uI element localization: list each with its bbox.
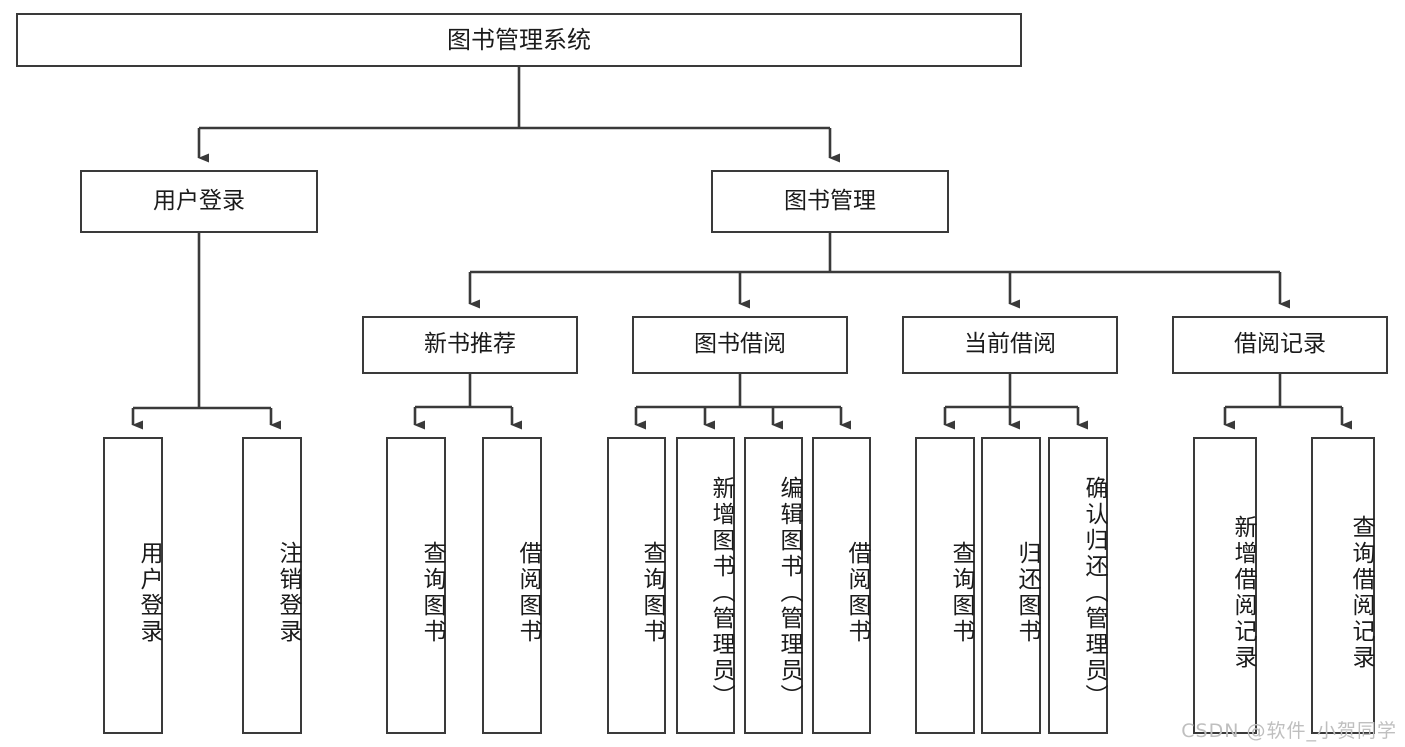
- leaf-return-book[interactable]: 归还图书: [981, 437, 1041, 734]
- node-label: 编辑图书（管理员）: [776, 475, 802, 710]
- node-label: 新书推荐: [424, 331, 516, 358]
- leaf-query-borrow-record[interactable]: 查询借阅记录: [1311, 437, 1375, 734]
- leaf-query-book-borrow[interactable]: 查询图书: [607, 437, 666, 734]
- leaf-query-book-current[interactable]: 查询图书: [915, 437, 975, 734]
- node-label: 用户登录: [136, 540, 162, 645]
- node-label: 注销登录: [275, 540, 301, 645]
- node-label: 查询图书: [419, 540, 445, 645]
- node-book-borrow[interactable]: 图书借阅: [632, 316, 848, 374]
- node-new-book-recommend[interactable]: 新书推荐: [362, 316, 578, 374]
- leaf-borrow-book-borrow[interactable]: 借阅图书: [812, 437, 871, 734]
- leaf-add-borrow-record[interactable]: 新增借阅记录: [1193, 437, 1257, 734]
- node-current-borrow[interactable]: 当前借阅: [902, 316, 1118, 374]
- node-label: 用户登录: [153, 187, 245, 214]
- node-book-management[interactable]: 图书管理: [711, 170, 949, 233]
- leaf-confirm-return-admin[interactable]: 确认归还（管理员）: [1048, 437, 1108, 734]
- node-label: 借阅记录: [1234, 331, 1326, 358]
- leaf-add-book-admin[interactable]: 新增图书（管理员）: [676, 437, 735, 734]
- node-label: 借阅图书: [515, 540, 541, 645]
- node-root-book-management-system[interactable]: 图书管理系统: [16, 13, 1022, 67]
- node-borrow-record[interactable]: 借阅记录: [1172, 316, 1388, 374]
- node-user-login[interactable]: 用户登录: [80, 170, 318, 233]
- node-label: 图书管理: [784, 187, 876, 214]
- node-label: 归还图书: [1014, 540, 1040, 645]
- node-label: 新增借阅记录: [1230, 514, 1256, 671]
- leaf-edit-book-admin[interactable]: 编辑图书（管理员）: [744, 437, 803, 734]
- watermark: CSDN @软件_小贺同学: [1181, 720, 1397, 742]
- node-label: 借阅图书: [844, 540, 870, 645]
- leaf-user-login[interactable]: 用户登录: [103, 437, 163, 734]
- node-label: 当前借阅: [964, 331, 1056, 358]
- leaf-borrow-book-recommend[interactable]: 借阅图书: [482, 437, 542, 734]
- node-label: 查询图书: [948, 540, 974, 645]
- node-label: 图书借阅: [694, 331, 786, 358]
- node-label: 确认归还（管理员）: [1081, 475, 1107, 710]
- node-label: 新增图书（管理员）: [708, 475, 734, 710]
- node-label: 查询图书: [639, 540, 665, 645]
- node-label: 图书管理系统: [447, 25, 591, 54]
- leaf-query-book-recommend[interactable]: 查询图书: [386, 437, 446, 734]
- node-label: 查询借阅记录: [1348, 514, 1374, 671]
- leaf-logout-login[interactable]: 注销登录: [242, 437, 302, 734]
